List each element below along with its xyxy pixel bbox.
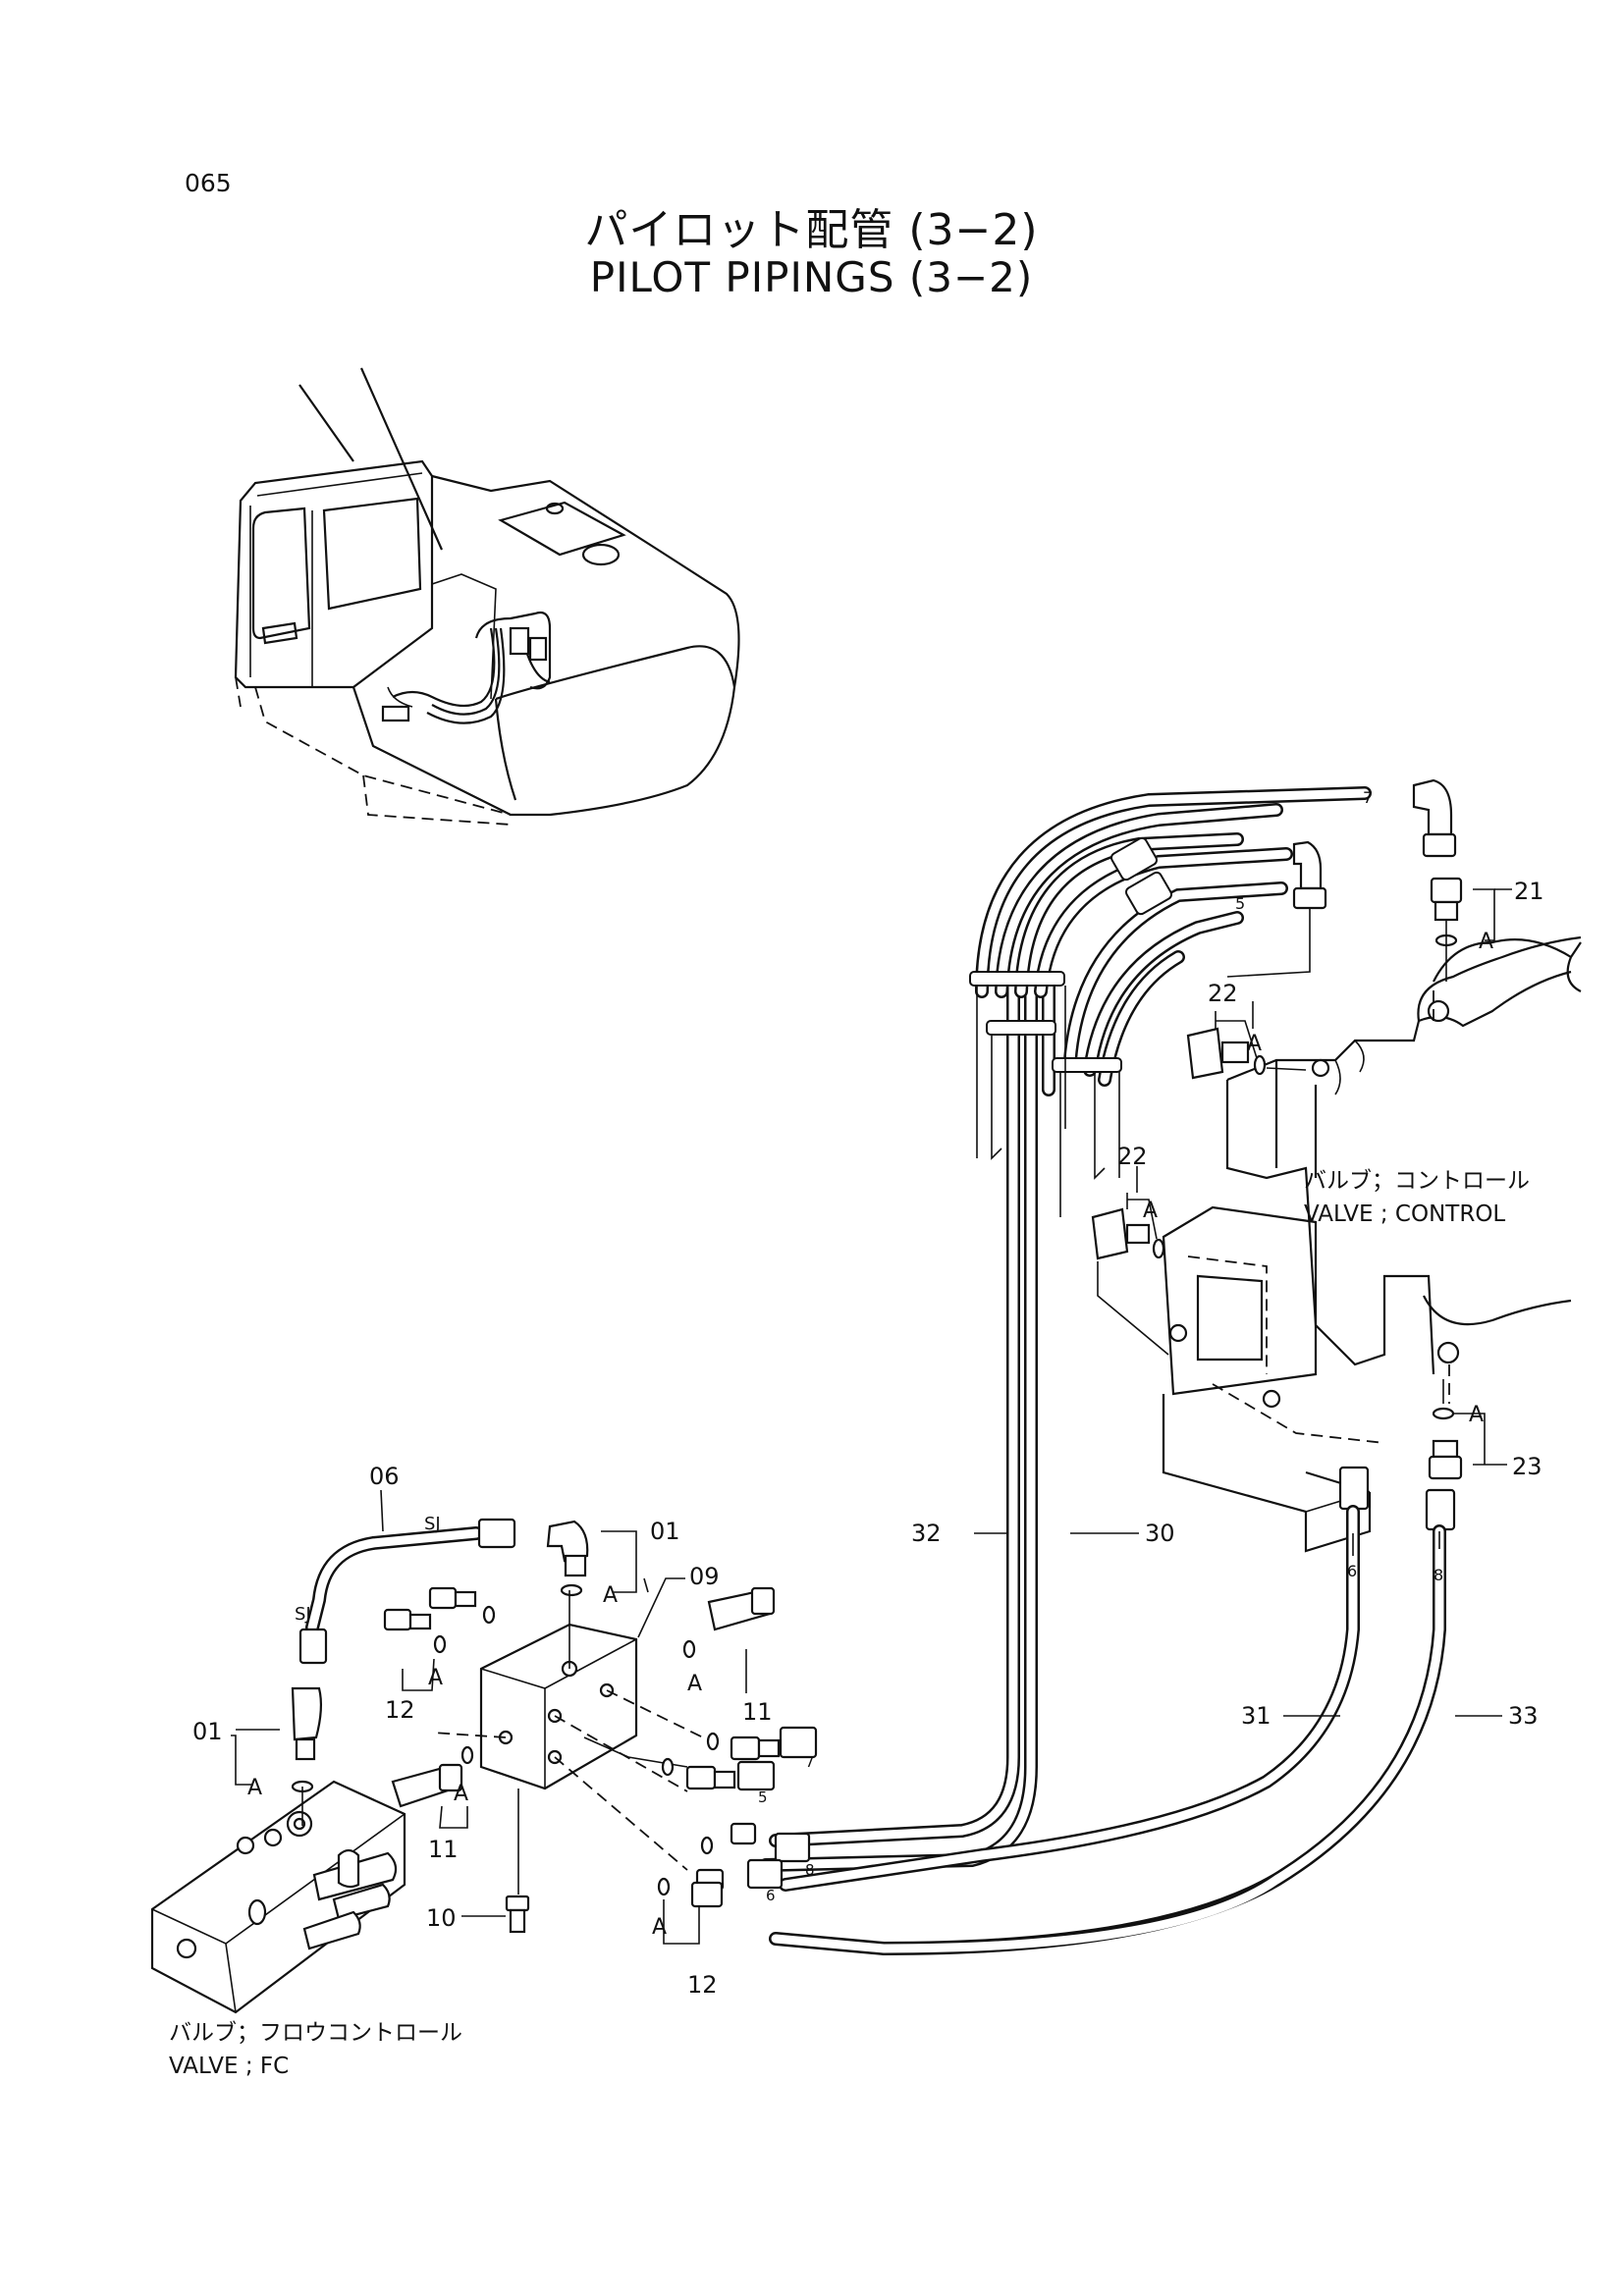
bolt-10 [461,1895,530,1934]
assembly-mark-a-12-lower: A [652,1915,667,1940]
excavator-overview-illustration [234,367,740,826]
callout-31: 31 [1241,1702,1271,1730]
page-title-english: PILOT PIPINGS (3−2) [589,253,1034,301]
valve-fc-label-en: VALVE ; FC [169,2054,289,2079]
fittings-01 [231,1520,637,1793]
assembly-mark-a-01-upper: A [603,1583,618,1608]
hose-end-5-upper: 5 [1235,894,1245,913]
hose-end-5-lower: 5 [758,1789,768,1806]
hose-end-6-lower: 6 [766,1887,776,1904]
assembly-mark-a-12-upper: A [428,1666,443,1690]
hose-06 [298,1489,516,1665]
valve-control-label-jp: バルブ；コントロール [1304,1168,1530,1194]
assembly-mark-a-22-lower: A [1143,1199,1158,1223]
callout-sj-left: SJ [295,1604,311,1625]
fittings-21-22-23 [1091,877,1512,1480]
assembly-mark-a-11-lower: A [454,1782,468,1806]
callout-22-upper: 22 [1208,980,1238,1007]
hose-end-8-lower: 8 [805,1861,815,1879]
hose-end-8-upper: 8 [1434,1566,1443,1584]
callout-11-upper: 11 [742,1698,773,1726]
callout-11-lower: 11 [428,1836,459,1863]
fittings-11-12 [383,1586,818,1945]
assembly-mark-a-01-left: A [247,1776,262,1800]
callout-01-left: 01 [192,1718,223,1745]
callout-09: 09 [689,1563,720,1590]
valve-fc-label-jp: バルブ；フロウコントロール [169,2020,462,2046]
hose-end-7-lower: 7 [805,1753,815,1771]
fc-valve-illustration [150,1780,406,2014]
callout-06: 06 [369,1463,400,1490]
hoses-31-33 [769,1466,1456,1956]
callout-10: 10 [426,1904,457,1932]
callout-32: 32 [911,1520,942,1547]
callout-33: 33 [1508,1702,1539,1730]
callout-labels: 06 SJ SJ 01 01 09 A A A 12 A 11 A 11 10 … [169,788,1544,2079]
callout-21: 21 [1514,878,1544,905]
junction-block-09 [431,1590,708,1895]
callout-01-upper: 01 [650,1518,680,1545]
hose-end-6-upper: 6 [1347,1562,1357,1580]
control-valve-illustration [1162,935,1582,1553]
valve-control-label-en: VALVE ; CONTROL [1304,1201,1505,1227]
callout-12-upper: 12 [385,1696,415,1724]
pilot-hose-bundle [759,778,1457,1872]
leader-lines [637,1001,1502,1717]
assembly-mark-a-11-upper: A [687,1672,702,1696]
assembly-mark-a-22-upper: A [1247,1032,1262,1056]
callout-30: 30 [1145,1520,1175,1547]
page-number: 065 [185,169,232,197]
callout-sj-upper: SJ [424,1514,441,1534]
assembly-mark-a-21: A [1479,930,1493,954]
page-title-japanese: パイロット配管 (3−2) [584,205,1039,255]
callout-12-lower: 12 [687,1971,718,1999]
hose-end-7-upper: 7 [1363,788,1373,807]
callout-22-lower: 22 [1117,1143,1148,1170]
assembly-mark-a-23: A [1469,1403,1484,1427]
callout-23: 23 [1512,1453,1542,1480]
